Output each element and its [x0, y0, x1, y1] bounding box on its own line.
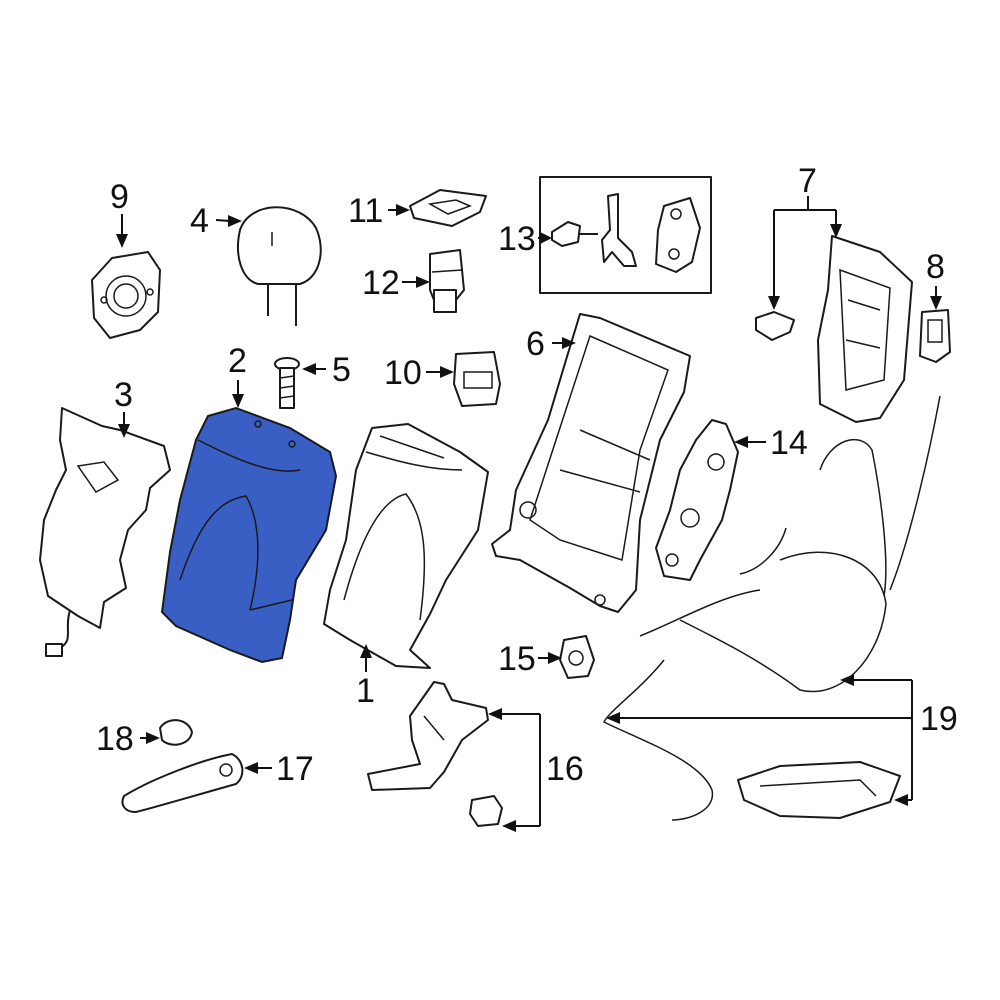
- part-13-kit[interactable]: [539, 176, 712, 294]
- part-10-lock[interactable]: [453, 351, 501, 407]
- callout-9: 9: [110, 178, 129, 216]
- part-5-bolt[interactable]: [274, 357, 300, 409]
- part-6-frame[interactable]: [491, 313, 691, 613]
- callout-1: 1: [356, 672, 375, 710]
- part-9-speaker-bracket[interactable]: [91, 251, 161, 339]
- part-15-clip[interactable]: [559, 635, 595, 679]
- part-18-ring[interactable]: [159, 719, 193, 746]
- part-17-armrest[interactable]: [121, 753, 244, 813]
- callout-11: 11: [348, 192, 383, 230]
- part-12-guide[interactable]: [429, 249, 465, 313]
- callout-10: 10: [384, 354, 422, 392]
- callout-labels: 9 4 11 12 13 5 10 2 3 6 1 7 8 14 15 16 1…: [96, 162, 958, 788]
- callout-12: 12: [362, 264, 400, 302]
- callout-16: 16: [546, 750, 584, 788]
- part-16-hinge[interactable]: [367, 681, 503, 827]
- part-4-headrest[interactable]: [237, 206, 322, 326]
- callout-18: 18: [96, 720, 134, 758]
- callout-5: 5: [332, 351, 351, 389]
- callout-6: 6: [526, 325, 545, 363]
- part-11-clip[interactable]: [409, 189, 487, 227]
- part-14-recliner[interactable]: [655, 419, 739, 581]
- callout-2: 2: [228, 342, 247, 380]
- callout-14: 14: [770, 424, 808, 462]
- callout-7: 7: [798, 162, 817, 200]
- part-3-pad[interactable]: [39, 407, 171, 657]
- callout-8: 8: [926, 248, 945, 286]
- leaders: [116, 196, 942, 832]
- cover-shape: [160, 406, 338, 664]
- part-19-cables[interactable]: [602, 395, 941, 821]
- part-8-handle[interactable]: [919, 309, 951, 363]
- callout-13: 13: [498, 220, 536, 258]
- part-1-seatback-assembly[interactable]: [323, 423, 489, 669]
- part-7-back-cover[interactable]: [755, 235, 913, 423]
- callout-19: 19: [920, 700, 958, 738]
- callout-3: 3: [114, 376, 133, 414]
- callout-17: 17: [276, 750, 314, 788]
- part-2-seatback-cover[interactable]: [160, 406, 338, 664]
- callout-4: 4: [190, 202, 209, 240]
- callout-15: 15: [498, 640, 536, 678]
